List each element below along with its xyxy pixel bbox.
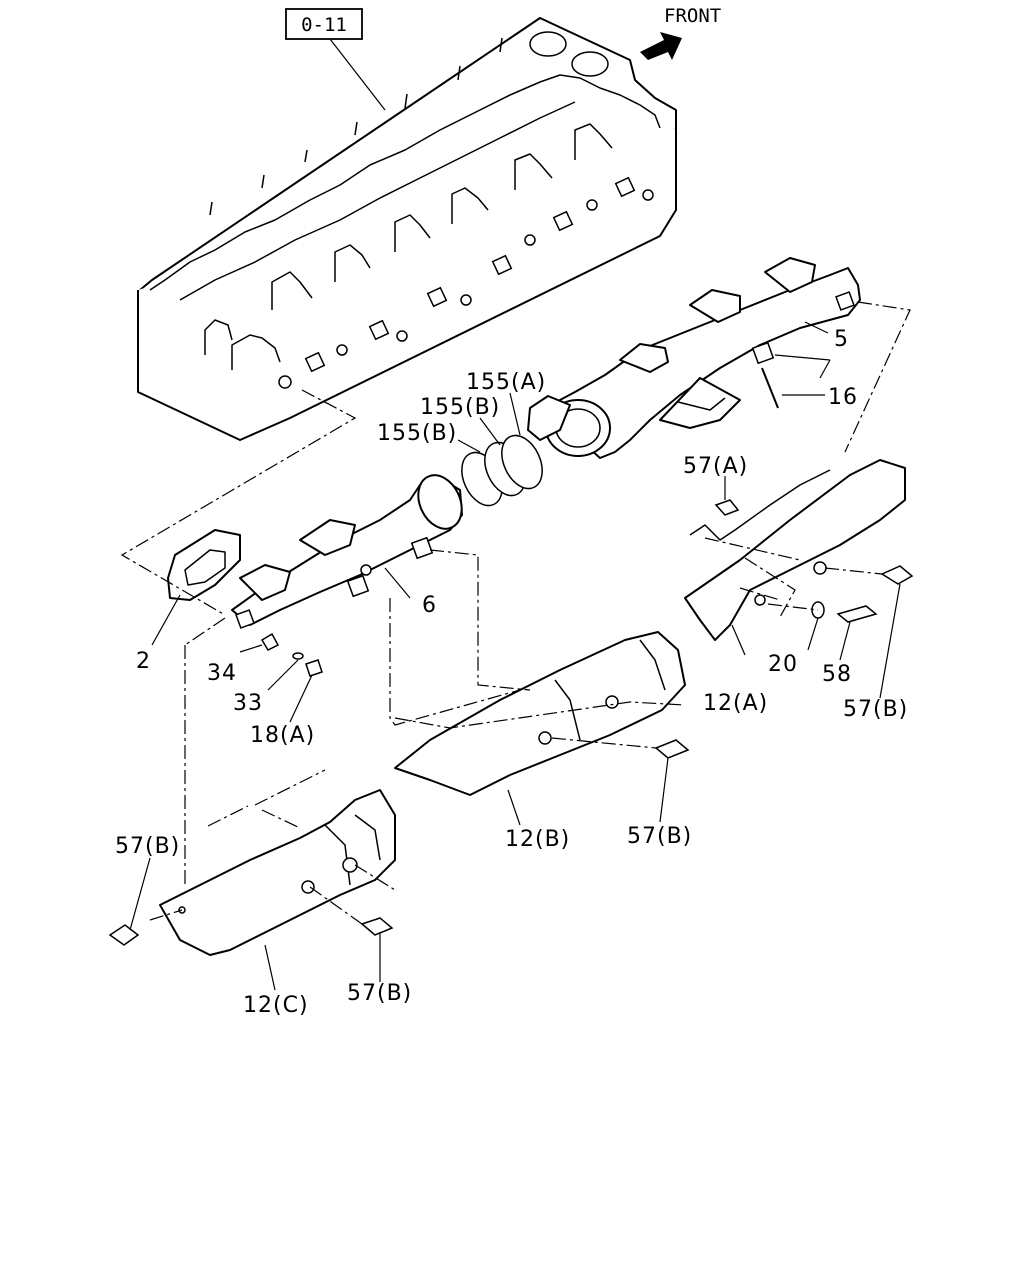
gasket-2 [167, 529, 241, 601]
callout-18a: 18(A) [250, 723, 315, 748]
callout-12b: 12(B) [505, 827, 570, 852]
callout-57b-right: 57(B) [843, 697, 908, 722]
callout-57b-left: 57(B) [115, 834, 180, 859]
callout-12c: 12(C) [243, 993, 309, 1018]
callout-155b-upper: 155(B) [420, 395, 500, 420]
front-label: FRONT [664, 5, 721, 27]
callout-5: 5 [834, 327, 849, 352]
reference-box: 0-11 [285, 8, 363, 40]
callout-2: 2 [136, 649, 151, 674]
callout-34: 34 [207, 661, 237, 686]
cylinder-head [137, 17, 677, 441]
callout-57b-center: 57(B) [627, 824, 692, 849]
heat-shield-12b [394, 631, 686, 796]
callout-20: 20 [768, 652, 798, 677]
front-exhaust-manifold [231, 474, 463, 626]
reference-box-label: 0-11 [301, 14, 347, 36]
callout-6: 6 [422, 593, 437, 618]
callout-12a: 12(A) [703, 691, 768, 716]
callout-155b-lower: 155(B) [377, 421, 457, 446]
callout-58: 58 [822, 662, 852, 687]
bolts-small [235, 609, 323, 677]
heat-shield-12a [684, 459, 906, 641]
rear-exhaust-manifold [527, 257, 861, 459]
callout-16: 16 [828, 385, 858, 410]
callout-labels: 2 5 6 16 20 33 34 58 12(A) 12(B) 12(C) 1… [115, 327, 908, 1018]
callout-33: 33 [233, 691, 263, 716]
callout-57a: 57(A) [683, 454, 748, 479]
callout-57b-bottom: 57(B) [347, 981, 412, 1006]
callout-155a: 155(A) [466, 370, 546, 395]
front-arrow: FRONT [640, 5, 721, 60]
stud-16 [761, 367, 779, 409]
alignment-lines [120, 301, 911, 925]
leader-lines [129, 321, 901, 991]
seal-rings [461, 434, 543, 507]
heat-shield-12c [159, 789, 396, 956]
